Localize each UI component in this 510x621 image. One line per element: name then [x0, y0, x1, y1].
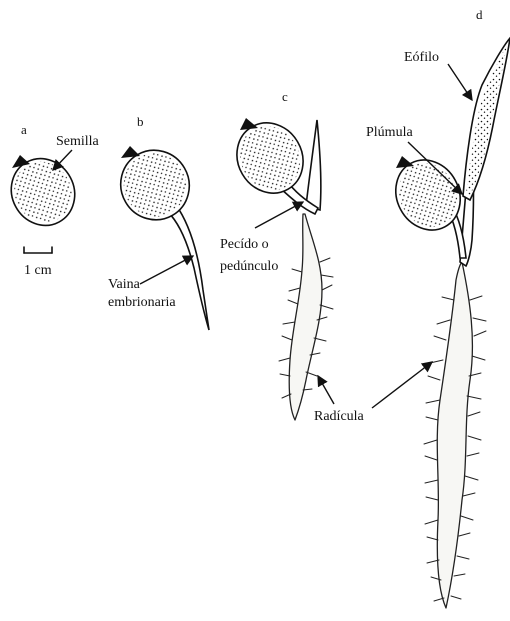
eofilo-leaf [463, 38, 510, 200]
stage-d-letter: d [476, 7, 483, 22]
stage-c: c Pecído o pedúnculo [220, 89, 333, 420]
radicula-arrow-c [318, 376, 334, 404]
seed-c [224, 111, 315, 205]
eofilo-arrow [448, 64, 472, 100]
radicula-label: Radícula [314, 409, 365, 424]
peciolo-label-2: pedúnculo [220, 259, 278, 274]
stage-a: a Semilla 1 cm [0, 122, 100, 278]
peciolo-label-1: Pecído o [220, 237, 269, 252]
scale-bar [24, 247, 52, 253]
stage-c-letter: c [282, 89, 288, 104]
seed-b [108, 138, 202, 233]
radicula-d [437, 262, 472, 608]
vaina-label-2: embrionaria [108, 295, 176, 310]
stage-a-letter: a [21, 122, 27, 137]
vaina-shape [168, 205, 209, 330]
vaina-label-1: Vaina [108, 277, 141, 292]
radicula-arrow-d [372, 362, 432, 408]
coleoptile-c [306, 120, 321, 210]
seed-d-tip [396, 156, 414, 168]
peciolo-arrow [255, 202, 303, 228]
scale-label: 1 cm [24, 263, 52, 278]
stage-b: b Vaina embrionaria [108, 114, 209, 330]
seed-a [0, 147, 86, 236]
seed-b-tip [121, 146, 140, 158]
seed-c-tip [240, 118, 258, 130]
vaina-arrow [140, 256, 193, 284]
radicula-c [289, 214, 322, 420]
eofilo-label: Eófilo [404, 50, 439, 65]
plumula-label: Plúmula [366, 125, 413, 140]
semilla-label: Semilla [56, 134, 100, 149]
stage-d: d Eófilo Plúmula [366, 7, 510, 608]
stage-b-letter: b [137, 114, 144, 129]
